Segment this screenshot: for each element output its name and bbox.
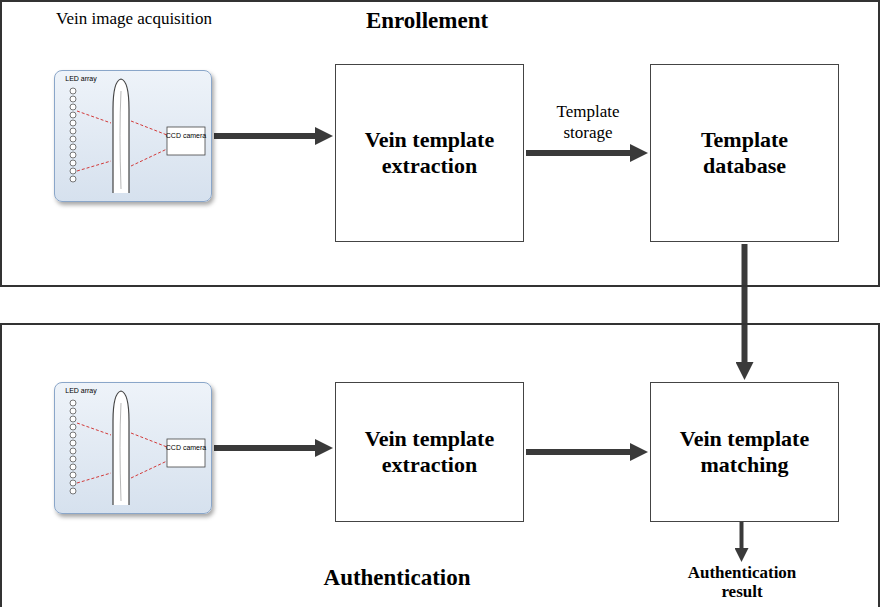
- led: [70, 160, 76, 166]
- camera-box: [167, 439, 205, 467]
- led: [70, 152, 76, 158]
- acquisition-device: Vein image acquisitionLED arrayCCD camer…: [54, 70, 212, 202]
- led: [70, 144, 76, 150]
- led-label: LED array: [59, 387, 103, 395]
- led: [70, 112, 76, 118]
- led: [70, 88, 76, 94]
- box-text: Vein template matching: [651, 426, 838, 479]
- process-box: Template database: [650, 64, 839, 242]
- flow-arrow: [214, 445, 315, 451]
- box-text: Vein template extraction: [336, 426, 523, 479]
- result-label: Authentication result: [676, 564, 808, 601]
- light-ray: [77, 423, 111, 435]
- stage-panel: EnrollementVein image acquisitionLED arr…: [0, 0, 880, 287]
- led: [70, 176, 76, 182]
- flow-arrow: [742, 244, 748, 362]
- box-text: Template database: [651, 127, 838, 180]
- light-ray: [77, 161, 111, 171]
- light-ray: [77, 111, 111, 123]
- finger-line: [120, 91, 121, 189]
- acquisition-device: LED arrayCCD camera: [54, 382, 212, 514]
- box-text: Vein template extraction: [336, 127, 523, 180]
- flow-arrow: [214, 133, 315, 139]
- light-ray: [131, 149, 167, 166]
- led: [70, 448, 76, 454]
- led: [70, 104, 76, 110]
- led: [70, 408, 76, 414]
- led-label: LED array: [59, 75, 103, 83]
- edge-label: Template storage: [543, 102, 633, 143]
- led: [70, 168, 76, 174]
- finger-line: [120, 403, 121, 501]
- led: [70, 416, 76, 422]
- led: [70, 424, 76, 430]
- camera-box: [167, 127, 205, 155]
- led: [70, 432, 76, 438]
- light-ray: [131, 461, 167, 478]
- flow-arrow: [526, 449, 630, 455]
- finger: [113, 391, 129, 505]
- led: [70, 472, 76, 478]
- camera-label: CCD camera: [165, 444, 207, 452]
- led: [70, 400, 76, 406]
- led: [70, 464, 76, 470]
- panel-heading: Enrollement: [347, 8, 507, 34]
- result-arrow: [740, 521, 744, 548]
- flow-arrow: [526, 150, 630, 156]
- process-box: Vein template extraction: [335, 64, 524, 242]
- led: [70, 440, 76, 446]
- process-box: Vein template extraction: [335, 382, 524, 522]
- led: [70, 128, 76, 134]
- device-heading: Vein image acquisition: [43, 9, 225, 29]
- process-box: Vein template matching: [650, 382, 839, 522]
- led: [70, 96, 76, 102]
- led: [70, 480, 76, 486]
- led: [70, 456, 76, 462]
- finger: [113, 79, 129, 193]
- light-ray: [131, 121, 167, 135]
- camera-label: CCD camera: [165, 132, 207, 140]
- led: [70, 136, 76, 142]
- light-ray: [77, 473, 111, 483]
- led: [70, 488, 76, 494]
- led: [70, 120, 76, 126]
- panel-heading: Authentication: [292, 565, 502, 591]
- light-ray: [131, 433, 167, 447]
